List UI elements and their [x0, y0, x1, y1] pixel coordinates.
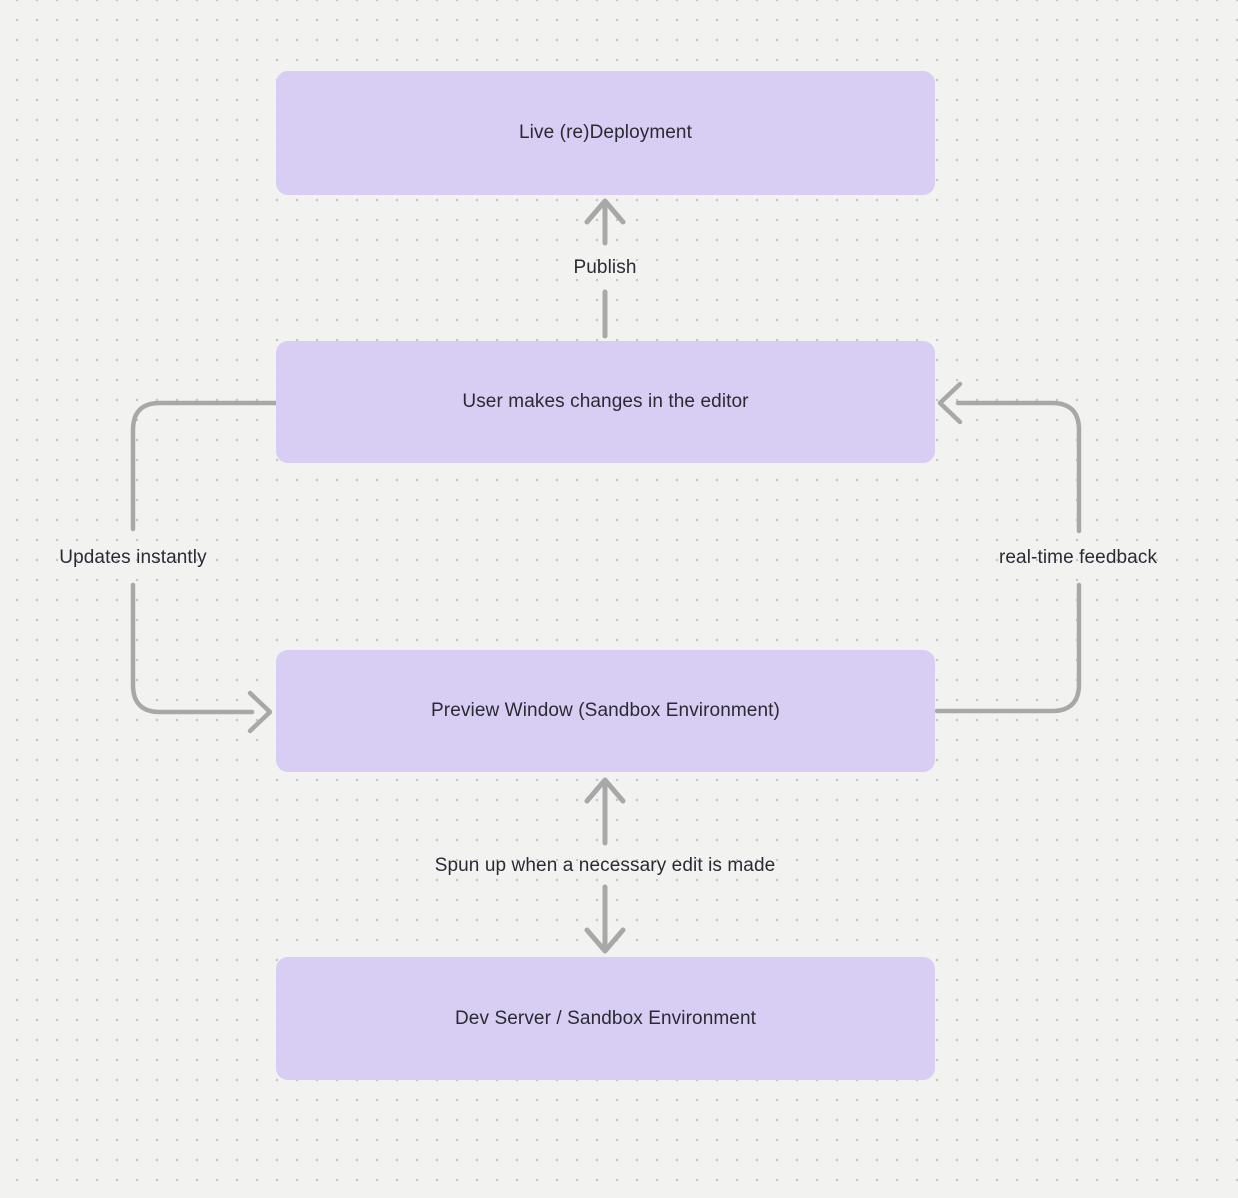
node-label: Dev Server / Sandbox Environment [454, 1007, 756, 1029]
edge-label-updates-instantly: Updates instantly [59, 547, 207, 568]
arrowhead-left-icon [937, 381, 963, 425]
node-dev-server: Dev Server / Sandbox Environment [276, 957, 935, 1080]
arrowhead-right-icon [247, 690, 273, 734]
edge-label-realtime-feedback: real-time feedback [998, 547, 1158, 568]
node-label: User makes changes in the editor [462, 391, 749, 412]
arrowhead-up-icon [584, 777, 626, 804]
edge-label-publish: Publish [573, 257, 637, 278]
arrowhead-down-icon [584, 927, 626, 954]
edge-label-spun-up: Spun up when a necessary edit is made [434, 855, 776, 876]
node-preview-window: Preview Window (Sandbox Environment) [276, 650, 935, 772]
node-live-redeployment: Live (re)Deployment [276, 71, 935, 195]
node-user-changes: User makes changes in the editor [276, 341, 935, 463]
node-label: Live (re)Deployment [519, 122, 692, 143]
node-label: Preview Window (Sandbox Environment) [431, 700, 780, 721]
arrowhead-up-icon [584, 198, 626, 225]
